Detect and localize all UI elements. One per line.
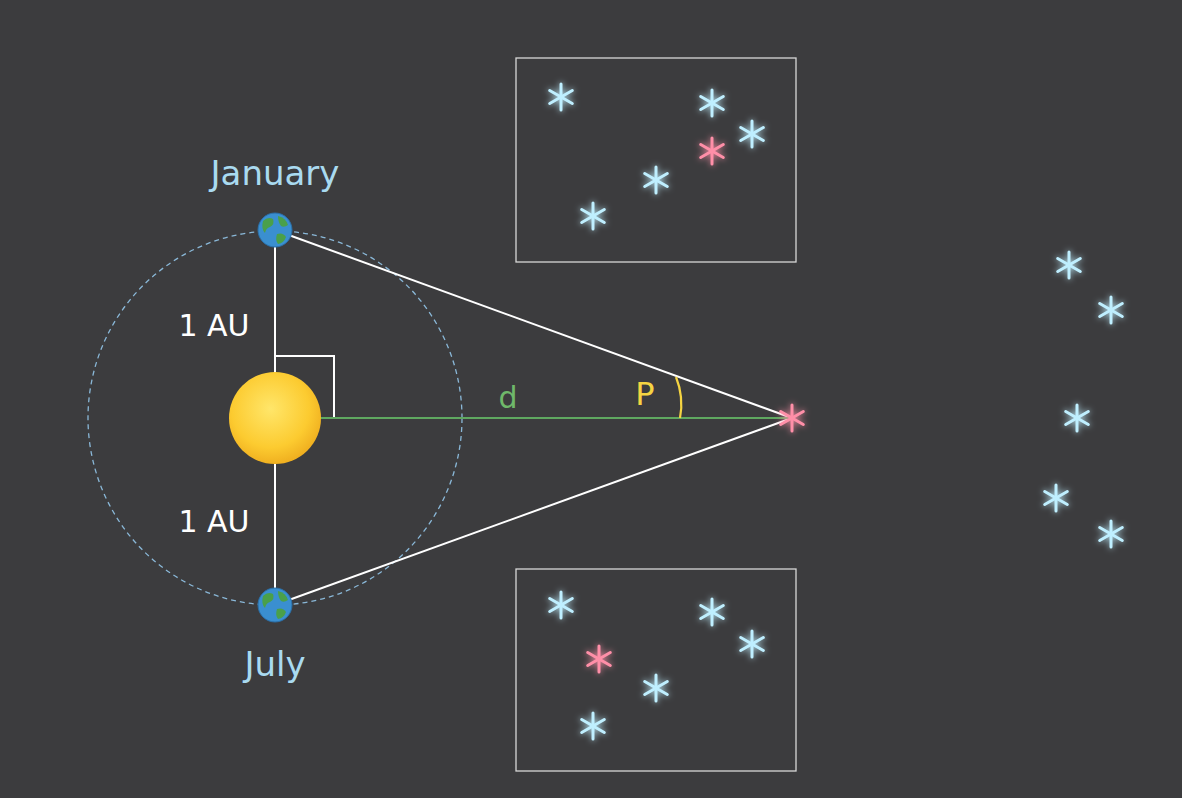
distance-label: 1 AU (178, 311, 249, 341)
target-star (781, 405, 804, 431)
sight-line (275, 230, 792, 418)
month-label: January (211, 156, 340, 190)
view-frame (516, 58, 796, 262)
earth (258, 213, 292, 247)
angle-symbol: P (635, 378, 654, 410)
distance-label: 1 AU (178, 507, 249, 537)
sun (229, 372, 321, 464)
star-field (550, 84, 1123, 739)
distance-symbol: d (498, 383, 517, 413)
sight-line (275, 418, 792, 605)
distance-line (300, 417, 792, 419)
month-label: July (244, 647, 305, 681)
view-frame (516, 569, 796, 771)
angle-arc (676, 377, 681, 418)
earth (258, 588, 292, 622)
